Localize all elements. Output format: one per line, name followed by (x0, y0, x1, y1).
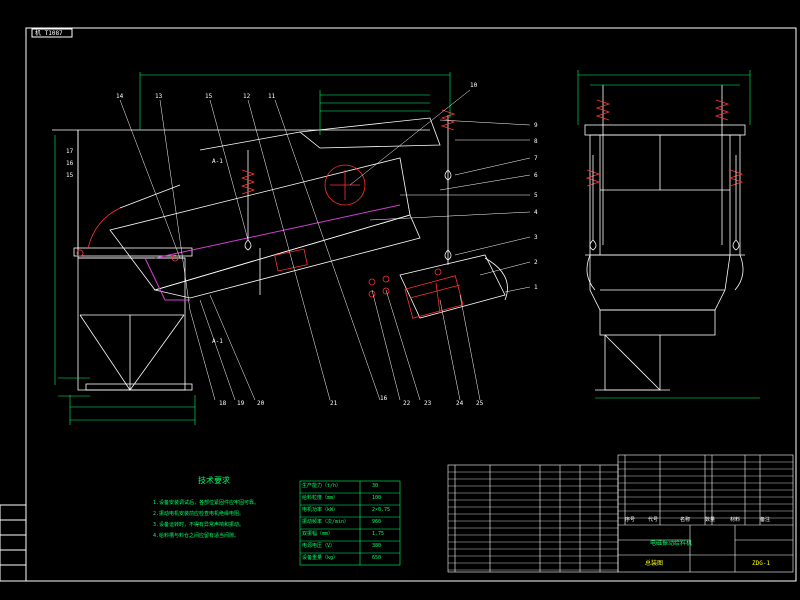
param-name-cell: 双振幅（mm） (302, 531, 334, 537)
param-value-cell: 100 (372, 495, 382, 501)
param-name-cell: 振动频率（次/min） (302, 519, 350, 525)
param-value-cell: 30 (372, 483, 379, 489)
tech-requirements-title: 技术要求 (198, 476, 230, 485)
title-block-header-cell: 数量 (705, 517, 716, 523)
param-value-cell: 960 (372, 519, 382, 525)
tech-requirement-line: 3.设备运转时，不得有异常声响和振动。 (153, 522, 245, 528)
bom-rows (448, 461, 793, 571)
title-block-header-cell: 材料 (730, 517, 741, 523)
part-number-label: 25 (476, 400, 484, 407)
part-number-label: 23 (424, 400, 432, 407)
main-view (52, 109, 508, 391)
section-label-a: A-1 (212, 158, 223, 165)
part-number-label: 2 (534, 259, 538, 266)
side-view (584, 85, 746, 391)
title-block-code: ZDG-1 (752, 560, 771, 567)
part-number-label: 14 (116, 93, 124, 100)
param-value-cell: 1.75 (372, 531, 385, 537)
param-value-cell: 650 (372, 555, 382, 561)
left-stack-label: 17 (66, 148, 74, 155)
param-value-cell: 2×0.75 (372, 507, 391, 513)
tech-requirement-line: 1.设备安装调试后，各部位紧固件应牢固可靠。 (153, 500, 260, 506)
part-number-label: 13 (155, 93, 163, 100)
param-value-cell: 380 (372, 543, 382, 549)
title-block-header-cell: 序号 (625, 517, 636, 523)
drawing-stamp: 机 T1087 (35, 30, 63, 37)
dimension-lines (54, 72, 451, 425)
param-name-cell: 给料粒度（mm） (302, 495, 339, 501)
title-block-header-cell: 备注 (760, 517, 771, 523)
part-number-label: 21 (330, 400, 338, 407)
part-number-label: 11 (268, 93, 276, 100)
part-number-label: 7 (534, 155, 538, 162)
part-number-label: 3 (534, 234, 538, 241)
param-name-cell: 设备重量（kg） (302, 555, 339, 561)
param-name-cell: 电机功率（kW） (302, 507, 339, 513)
part-number-label: 18 (219, 400, 227, 407)
tech-requirement-line: 4.给料槽与料仓之间应留有适当间隙。 (153, 533, 240, 539)
param-name-cell: 电源电压（V） (302, 543, 336, 549)
part-number-label: 24 (456, 400, 464, 407)
part-number-label: 15 (205, 93, 213, 100)
side-view-dimensions (577, 70, 760, 399)
tech-requirement-line: 2.振动电机安装前应检查电机绝缘电阻。 (153, 511, 245, 517)
title-block-frame (447, 454, 794, 573)
left-stack-label: 16 (66, 160, 74, 167)
param-table-frame (299, 480, 401, 566)
part-number-label: 1 (534, 284, 538, 291)
param-name-cell: 生产能力（t/h） (302, 483, 342, 489)
part-number-label: 5 (534, 192, 538, 199)
title-block-name: 电磁振动给料机 (650, 540, 693, 547)
part-number-label: 16 (380, 395, 388, 402)
part-number-label: 6 (534, 172, 538, 179)
part-number-label: 10 (470, 82, 478, 89)
part-number-label: 20 (257, 400, 265, 407)
title-block-header-cell: 名称 (680, 517, 691, 523)
part-number-label: 8 (534, 138, 538, 145)
leader-lines (119, 89, 531, 401)
left-stack-label: 15 (66, 172, 74, 179)
part-number-label: 12 (243, 93, 251, 100)
title-block-header-cell: 代号 (648, 517, 659, 523)
section-label-b: A-1 (212, 338, 223, 345)
part-number-label: 4 (534, 209, 538, 216)
drawing-frame (0, 27, 797, 582)
part-number-label: 19 (237, 400, 245, 407)
part-number-label: 22 (403, 400, 411, 407)
part-number-label: 9 (534, 122, 538, 129)
title-block-subtitle: 总装图 (645, 560, 664, 567)
